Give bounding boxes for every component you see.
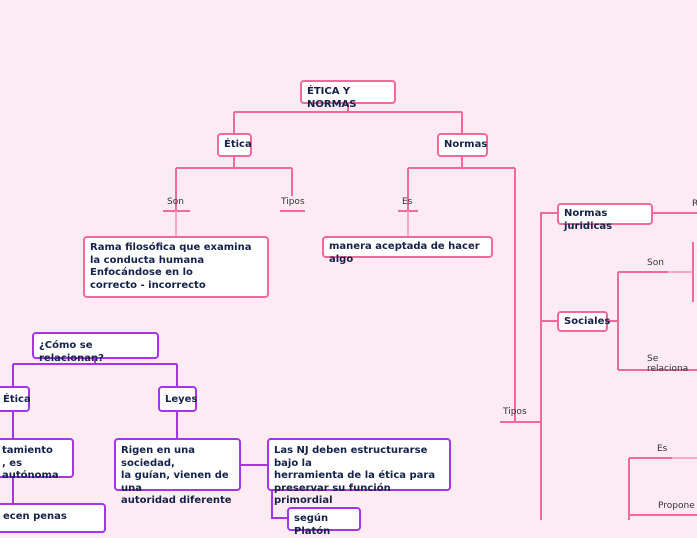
etica-tipos-label: Tipos [281,197,305,207]
sociales-relaciona-label: Se relaciona [647,354,689,374]
normas-node[interactable]: Normas [437,133,488,157]
relation-etica-desc: tamiento , es autónoma [2,445,59,481]
other-propone-label: Propone [658,501,695,511]
etica-definition-node[interactable]: Rama filosófica que examina la conducta … [83,236,269,298]
nj-desc: Las NJ deben estructurarse bajo la herra… [274,445,436,506]
normas-definition: manera aceptada de hacer algo [329,241,480,265]
relation-title: ¿Cómo se relacionan? [39,340,104,364]
normas-juridicas-node[interactable]: Normas juridicas [557,203,653,232]
relation-etica-desc-node[interactable]: tamiento , es autónoma [0,438,74,481]
relation-etica-desc2: ecen penas [3,511,67,522]
normas-tipos-label: Tipos [503,407,527,417]
normas-juridicas-title: Normas juridicas [564,208,613,232]
etica-definition: Rama filosófica que examina la conducta … [90,242,252,291]
relation-etica-node[interactable]: Ética [0,386,31,412]
relation-node[interactable]: ¿Cómo se relacionan? [32,332,159,364]
relation-etica-title: Ética [3,394,31,405]
nj-desc-node[interactable]: Las NJ deben estructurarse bajo la herra… [267,438,451,506]
normas-definition-node[interactable]: manera aceptada de hacer algo [322,236,493,265]
other-es-label: Es [657,444,668,454]
normas-title: Normas [444,139,488,150]
leyes-desc-node[interactable]: Rigen en una sociedad, la guían, vienen … [114,438,241,506]
relation-etica-desc2-node[interactable]: ecen penas [0,503,106,533]
normas-es-label: Es [402,197,413,207]
sociales-title: Sociales [564,316,611,327]
sociales-son-label: Son [647,258,664,268]
platon-node[interactable]: según Platón [287,507,361,537]
connector-lines [12,103,697,520]
platon-text: según Platón [294,513,331,537]
etica-node[interactable]: Ética [217,133,252,157]
etica-title: Ética [224,139,252,150]
juridicas-edge-label: R [692,199,697,209]
root-title: ÉTICA Y NORMAS [307,86,357,110]
sociales-node[interactable]: Sociales [557,311,611,332]
etica-son-label: Son [167,197,184,207]
leyes-node[interactable]: Leyes [158,386,197,412]
root-node[interactable]: ÉTICA Y NORMAS [300,80,396,110]
leyes-desc: Rigen en una sociedad, la guían, vienen … [121,445,232,506]
leyes-title: Leyes [165,394,198,405]
